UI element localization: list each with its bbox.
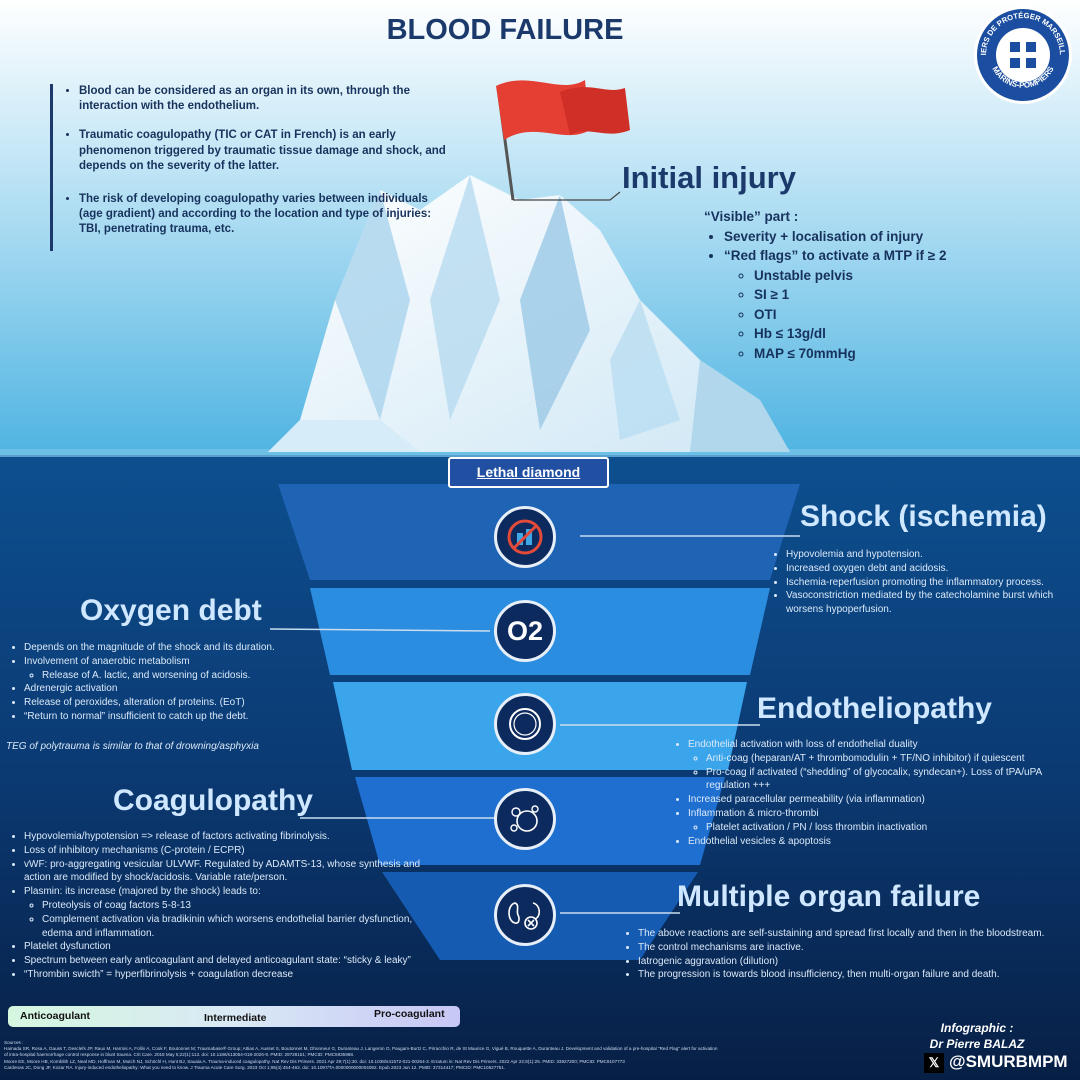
coag-item-text: Plasmin: its increase (majored by the sh…: [24, 886, 261, 898]
social-handle[interactable]: 𝕏 @SMURBMPM: [924, 1052, 1068, 1073]
shock-title: Shock (ischemia): [800, 500, 1047, 533]
endo-item: Endothelial vesicles & apoptosis: [688, 835, 1077, 849]
red-flags-label: “Red flags” to activate a MTP if ≥ 2: [724, 248, 947, 264]
endo-subitem: Anti-coag (heparan/AT + thrombomodulin +…: [706, 752, 1077, 766]
red-flag-item: MAP ≤ 70mmHg: [754, 344, 946, 364]
gradient-mid-label: Intermediate: [204, 1012, 267, 1024]
endotheliopathy-list: Endothelial activation with loss of endo…: [672, 738, 1077, 848]
oxygen-item: Release of peroxides, alteration of prot…: [24, 696, 348, 710]
mof-list: The above reactions are self-sustaining …: [622, 927, 1072, 982]
endo-item: Inflammation & micro-thrombi Platelet ac…: [688, 807, 1077, 835]
coag-item: Hypovolemia/hypotension => release of fa…: [24, 830, 428, 844]
intro-item: The risk of developing coagulopathy vari…: [79, 192, 452, 238]
initial-injury-title: Initial injury: [622, 160, 796, 195]
shock-list: Hypovolemia and hypotension. Increased o…: [770, 548, 1060, 617]
oxygen-item: Adrenergic activation: [24, 682, 348, 696]
red-flag-item: OTI: [754, 305, 946, 325]
cells-icon: [494, 788, 556, 850]
oxygen-item: Depends on the magnitude of the shock an…: [24, 641, 348, 655]
shock-item: Increased oxygen debt and acidosis.: [786, 562, 1060, 576]
red-flag-item: Unstable pelvis: [754, 266, 946, 286]
coagulopathy-list: Hypovolemia/hypotension => release of fa…: [8, 830, 428, 982]
endotheliopathy-title: Endotheliopathy: [757, 692, 992, 725]
sources-label: Sources :: [4, 1040, 24, 1045]
initial-item: Severity + localisation of injury: [724, 227, 946, 247]
oxygen-item-text: Involvement of anaerobic metabolism: [24, 655, 190, 667]
intro-item: Blood can be considered as an organ in i…: [79, 84, 452, 114]
handle-text: @SMURBMPM: [949, 1052, 1068, 1071]
endo-subitem: Pro-coag if activated (“shedding” of gly…: [706, 766, 1077, 794]
oxygen-debt-list: Depends on the magnitude of the shock an…: [8, 641, 348, 724]
intro-panel: Blood can be considered as an organ in i…: [50, 84, 452, 252]
coagulopathy-title: Coagulopathy: [113, 784, 313, 817]
endo-item-text: Endothelial activation with loss of endo…: [688, 739, 918, 750]
initial-injury-body: “Visible” part : Severity + localisation…: [704, 207, 946, 364]
oxygen-debt-title: Oxygen debt: [80, 594, 262, 627]
source-line: Moore EE, Moore HB, Kornblith LZ, Neal M…: [4, 1058, 625, 1064]
marins-pompiers-logo: FIERS DE PROTÉGER MARSEILLE MARINS-POMPI…: [972, 4, 1072, 104]
coag-item: Loss of inhibitory mechanisms (C-protein…: [24, 844, 428, 858]
sources: Sources : Hamada SR, Rosa A, Gauss T, De…: [4, 1040, 904, 1071]
o2-icon: O2: [494, 600, 556, 662]
gradient-right-label: Pro-coagulant: [374, 1008, 445, 1020]
vessel-icon: [494, 693, 556, 755]
source-line: Hamada SR, Rosa A, Gauss T, Desclefs JP,…: [4, 1046, 718, 1052]
kidney-icon: [494, 884, 556, 946]
shock-item: Ischemia-reperfusion promoting the infla…: [786, 576, 1060, 590]
gradient-left-label: Anticoagulant: [20, 1010, 90, 1022]
teg-note: TEG of polytrauma is similar to that of …: [6, 741, 259, 752]
lethal-diamond-label: Lethal diamond: [448, 457, 609, 488]
source-line: of intra-hospital haemorrhage control re…: [4, 1052, 355, 1058]
coag-item: Spectrum between early anticoagulant and…: [24, 954, 428, 968]
coag-item: Platelet dysfunction: [24, 940, 428, 954]
oxygen-subitem: Release of A. lactic, and worsening of a…: [42, 669, 348, 683]
endo-item: Increased paracellular permeability (via…: [688, 793, 1077, 807]
shock-item: Vasoconstriction mediated by the catecho…: [786, 589, 1060, 617]
coagulation-gradient-bar: Anticoagulant Intermediate Pro-coagulant: [8, 1006, 460, 1027]
shock-item: Hypovolemia and hypotension.: [786, 548, 1060, 562]
credit: Infographic : Dr Pierre BALAZ: [902, 1020, 1052, 1052]
mof-item: Iatrogenic aggravation (dilution): [638, 955, 1072, 969]
initial-item: “Red flags” to activate a MTP if ≥ 2 Uns…: [724, 246, 946, 363]
red-flag-item: SI ≥ 1: [754, 285, 946, 305]
mof-title: Multiple organ failure: [677, 880, 981, 913]
coag-item: vWF: pro-aggregating vesicular ULVWF. Re…: [24, 858, 428, 886]
coag-subitem: Proteolysis of coag factors 5-8-13: [42, 899, 428, 913]
mof-item: The progression is towards blood insuffi…: [638, 968, 1072, 982]
source-line: Cardenas JC, Dong JF, Kozar RA. Injury-i…: [4, 1064, 506, 1070]
shock-icon: [494, 506, 556, 568]
mof-item: The above reactions are self-sustaining …: [638, 927, 1072, 941]
credit-author: Dr Pierre BALAZ: [929, 1037, 1025, 1052]
x-logo-icon: 𝕏: [924, 1052, 944, 1073]
credit-label: Infographic :: [940, 1021, 1014, 1035]
coag-subitem: Complement activation via bradikinin whi…: [42, 913, 428, 941]
coag-item: “Thrombin swicth” = hyperfibrinolysis + …: [24, 968, 428, 982]
visible-part-label: “Visible” part :: [704, 209, 799, 224]
oxygen-item: Involvement of anaerobic metabolism Rele…: [24, 655, 348, 683]
intro-item: Traumatic coagulopathy (TIC or CAT in Fr…: [79, 128, 452, 174]
oxygen-item: “Return to normal” insufficient to catch…: [24, 710, 348, 724]
red-flag-item: Hb ≤ 13g/dl: [754, 324, 946, 344]
endo-item-text: Inflammation & micro-thrombi: [688, 807, 819, 819]
page-title: BLOOD FAILURE: [386, 14, 624, 46]
mof-item: The control mechanisms are inactive.: [638, 941, 1072, 955]
coag-item: Plasmin: its increase (majored by the sh…: [24, 885, 428, 940]
endo-item: Endothelial activation with loss of endo…: [688, 738, 1077, 793]
endo-subitem: Platelet activation / PN / loss thrombin…: [706, 821, 1077, 835]
